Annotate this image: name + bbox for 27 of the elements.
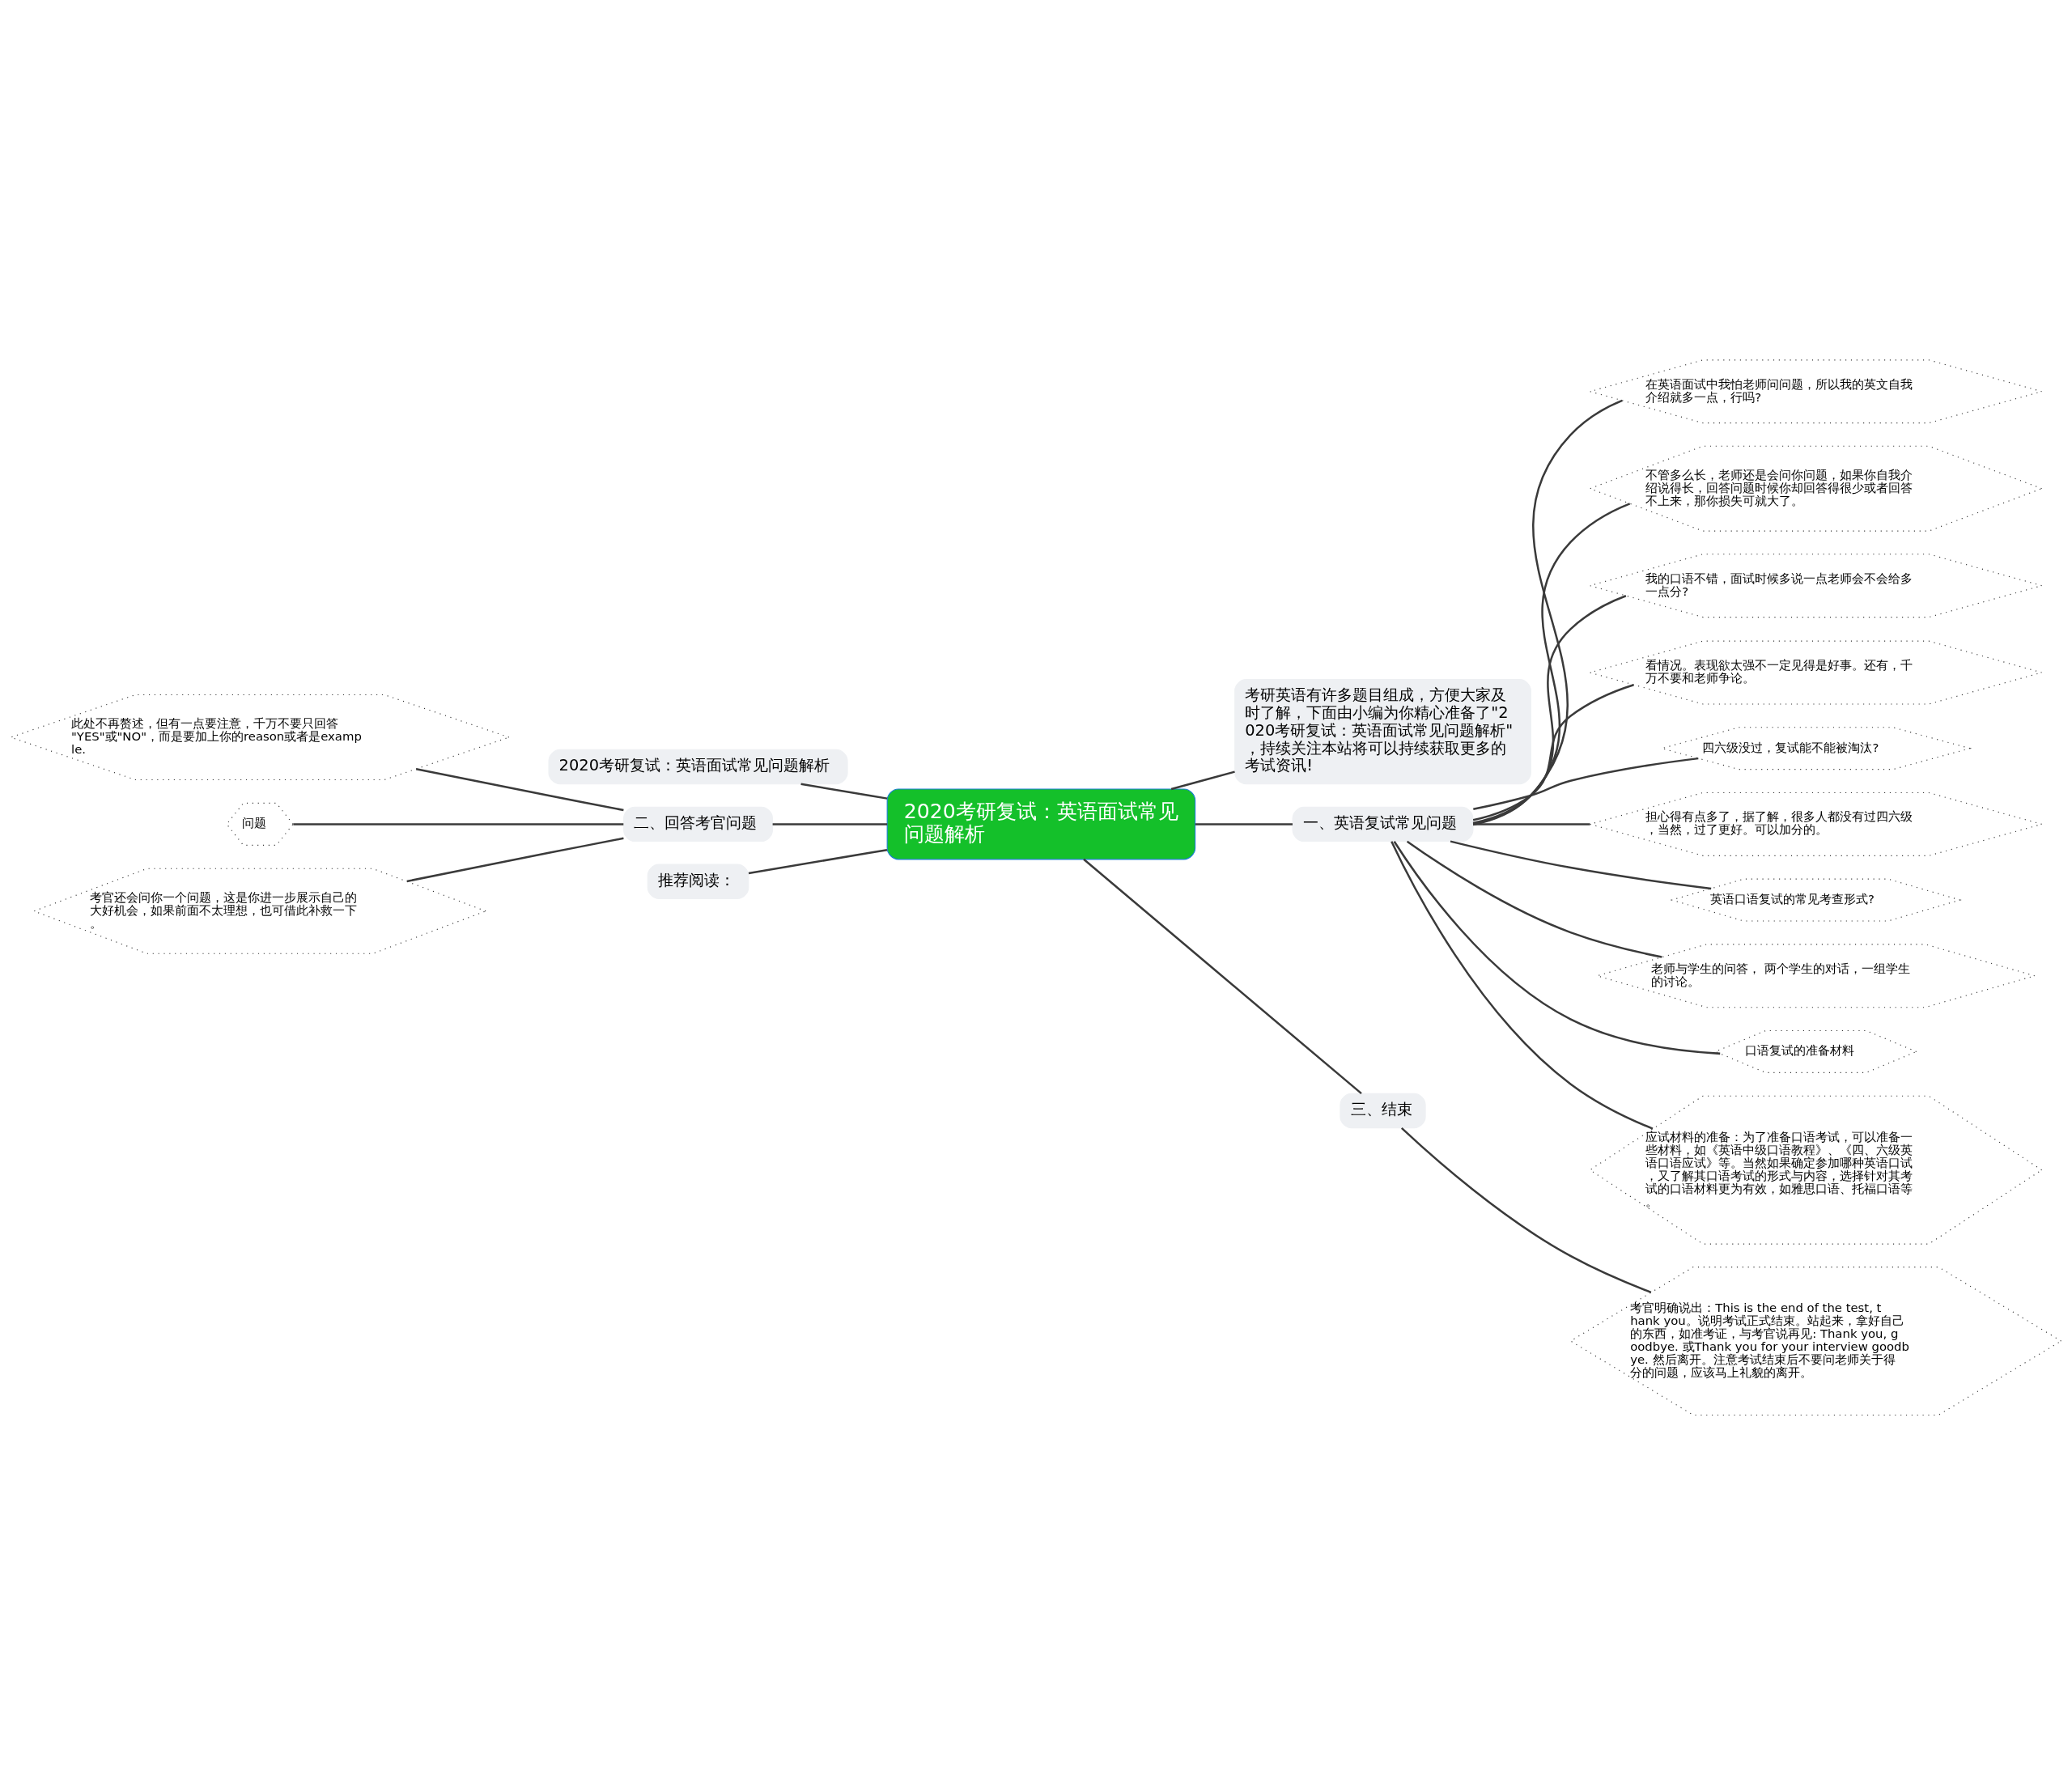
- node-box: 2020考研复试：英语面试常见问题解析: [886, 787, 1196, 859]
- connector: [1406, 840, 1662, 958]
- node-box: 推荐阅读：: [647, 864, 749, 899]
- connector: [1195, 822, 1293, 825]
- node-box: 一、英语复试常见问题: [1292, 806, 1474, 842]
- connector: [1472, 594, 1627, 824]
- connector: [772, 822, 888, 825]
- node-box: 考研英语有许多题目组成，方便大家及时了解，下面由小编为你精心准备了"2020考研复试：英语面试常见问题解析"，持续关注本站将可以持续获取更多的考试资讯!: [1234, 678, 1531, 784]
- connector: [1083, 858, 1362, 1094]
- connector: [293, 822, 624, 825]
- connector: [1170, 770, 1235, 790]
- connector: [1391, 840, 1654, 1130]
- connector: [1473, 757, 1699, 810]
- connector: [748, 848, 888, 874]
- connector: [1400, 1127, 1652, 1293]
- connector: [1393, 840, 1721, 1055]
- node-box: 三、结束: [1340, 1093, 1426, 1128]
- node-box: 2020考研复试：英语面试常见问题解析: [548, 749, 848, 784]
- connector: [1472, 502, 1631, 825]
- connector: [1450, 839, 1712, 889]
- connector: [406, 837, 624, 882]
- connector: [1473, 822, 1590, 825]
- connector: [1472, 683, 1634, 821]
- connector: [800, 783, 888, 800]
- connector: [415, 767, 624, 811]
- node-box: 二、回答考官问题: [623, 806, 774, 842]
- connector: [1472, 399, 1623, 825]
